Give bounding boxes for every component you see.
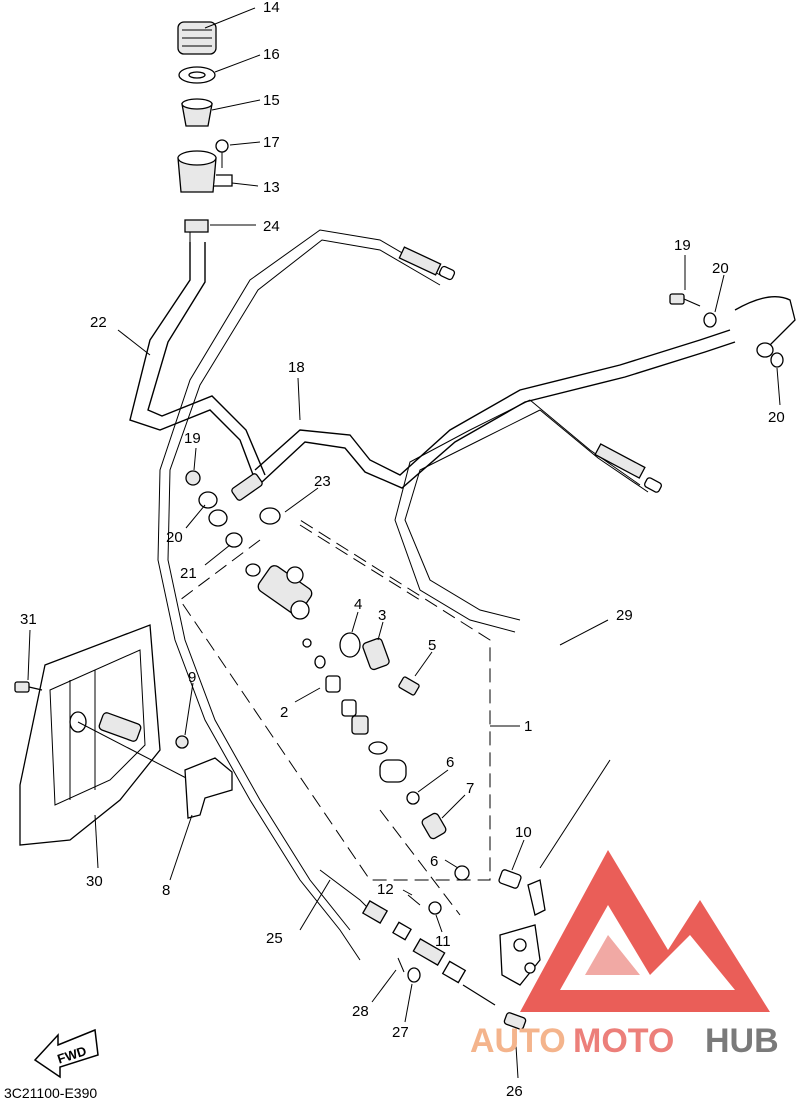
- hose-clip: [184, 219, 209, 233]
- callout-30: 30: [86, 873, 103, 890]
- right-banjo-fittings: [669, 293, 796, 368]
- callout-10: 10: [515, 824, 532, 841]
- reservoir-assembly: [177, 21, 233, 242]
- left-banjo-fittings: [185, 470, 281, 548]
- callout-12: 12: [377, 881, 394, 898]
- hose-clamp-23: [259, 507, 281, 525]
- callout-27: 27: [392, 1024, 409, 1041]
- callout-23: 23: [314, 473, 331, 490]
- callout-18: 18: [288, 359, 305, 376]
- watermark-logo: [520, 850, 770, 1012]
- callout-26: 26: [506, 1083, 523, 1100]
- callout-8: 8: [162, 882, 170, 899]
- assembly-outline: [179, 519, 491, 916]
- fwd-arrow-icon: [33, 1028, 99, 1079]
- hoses-and-cables: [129, 229, 736, 961]
- callout-17: 17: [263, 134, 280, 151]
- o-ring-4: [339, 632, 361, 658]
- callout-25: 25: [266, 930, 283, 947]
- pedal-lever: [499, 924, 541, 986]
- callout-2: 2: [280, 704, 288, 721]
- callout-14: 14: [263, 0, 280, 16]
- watermark-hub: HUB: [705, 1022, 779, 1060]
- callout-5: 5: [428, 637, 436, 654]
- joint-3: [362, 637, 390, 671]
- callout-6-upper: 6: [446, 754, 454, 771]
- callout-24: 24: [263, 218, 280, 235]
- bracket-8: [184, 757, 233, 819]
- callout-4: 4: [354, 596, 362, 613]
- callout-13: 13: [263, 179, 280, 196]
- leader-lines: [27, 7, 781, 1079]
- watermark-moto: MOTO: [573, 1022, 674, 1060]
- master-cylinder-parts: [245, 563, 522, 889]
- callout-numbers: 14 16 15 17 13 24 22 18 19 20 20 19 20 2…: [20, 0, 785, 1100]
- fwd-arrow: FWD: [33, 1028, 99, 1079]
- joint-7: [421, 812, 447, 840]
- callout-19-left: 19: [184, 430, 201, 447]
- diagram-code: 3C21100-E390: [4, 1085, 97, 1101]
- callout-11: 11: [435, 933, 451, 950]
- watermark-auto: AUTO: [470, 1022, 566, 1060]
- callout-9: 9: [188, 669, 196, 686]
- pedal-linkage: [361, 759, 611, 1030]
- pin-10: [498, 869, 522, 889]
- upper-cable-end: [398, 246, 663, 493]
- callout-19-right: 19: [674, 237, 691, 254]
- reservoir-screw: [215, 139, 229, 153]
- bolt-5: [398, 676, 420, 696]
- callout-7: 7: [466, 780, 474, 797]
- callout-3: 3: [378, 607, 386, 624]
- heel-guard-assembly: [14, 624, 233, 846]
- callout-20-right-bottom: 20: [768, 409, 785, 426]
- callout-1: 1: [524, 718, 532, 735]
- callout-6-lower: 6: [430, 853, 438, 870]
- callout-15: 15: [263, 92, 280, 109]
- callout-16: 16: [263, 46, 280, 63]
- callout-20-right-top: 20: [712, 260, 729, 277]
- callout-29: 29: [616, 607, 633, 624]
- callout-28: 28: [352, 1003, 369, 1020]
- callout-21: 21: [180, 565, 197, 582]
- callout-20-left: 20: [166, 529, 183, 546]
- callout-31: 31: [20, 611, 37, 628]
- callout-22: 22: [90, 314, 107, 331]
- watermark-text: AUTO MOTO HUB: [470, 1022, 779, 1060]
- heel-guard: [19, 624, 161, 846]
